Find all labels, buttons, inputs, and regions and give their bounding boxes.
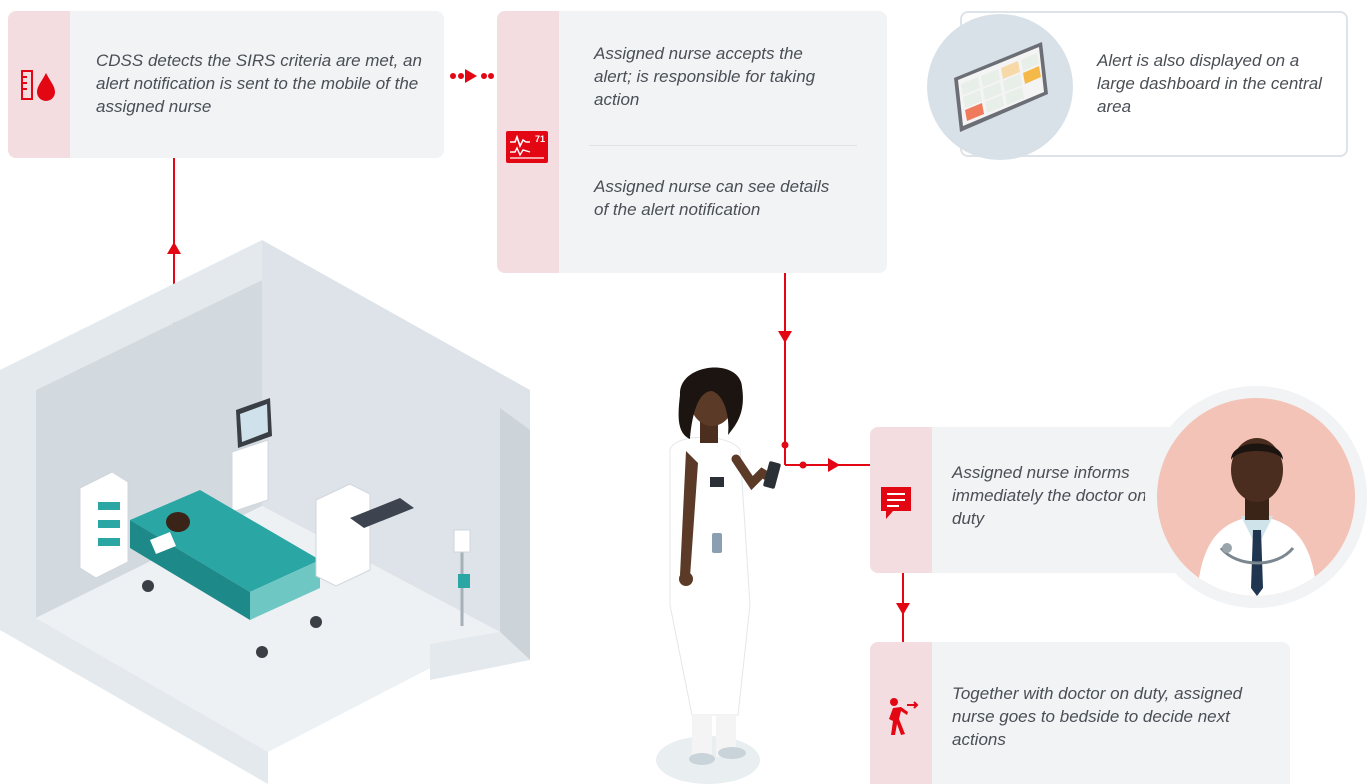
step-bedside-text: Together with doctor on duty, assigned n… xyxy=(952,684,1243,749)
card-icon-strip xyxy=(8,11,70,158)
card-icon-strip xyxy=(870,642,932,784)
arrow-down-icon xyxy=(778,331,792,343)
patient-room-illustration xyxy=(0,240,530,784)
chat-message-icon xyxy=(881,487,911,519)
step-details-text: Assigned nurse can see details of the al… xyxy=(594,177,830,219)
monitor-value: 71 xyxy=(535,134,546,144)
step-inform-text: Assigned nurse informs immediately the d… xyxy=(952,463,1147,528)
arrow-up-icon xyxy=(167,242,181,254)
step-bedside-card: Together with doctor on duty, assigned n… xyxy=(870,642,1290,784)
walking-person-icon xyxy=(889,698,919,735)
step-dashboard-text: Alert is also displayed on a large dashb… xyxy=(1097,51,1322,116)
step-detect-card: CDSS detects the SIRS criteria are met, … xyxy=(8,11,444,158)
blood-drop-thermometer-icon xyxy=(21,70,55,101)
doctor-portrait xyxy=(1145,386,1367,608)
step-accept-text: Assigned nurse accepts the alert; is res… xyxy=(594,44,816,109)
arrow-down-icon xyxy=(896,603,910,615)
vital-signs-monitor-icon xyxy=(506,131,548,163)
wall-dashboard-icon xyxy=(954,42,1048,132)
arrow-right-icon xyxy=(828,458,840,472)
nurse-illustration xyxy=(656,367,781,784)
step-accept-card: 71 Assigned nurse accepts the alert; is … xyxy=(497,11,887,273)
card-divider xyxy=(589,145,857,146)
step-detect-text: CDSS detects the SIRS criteria are met, … xyxy=(96,51,422,116)
